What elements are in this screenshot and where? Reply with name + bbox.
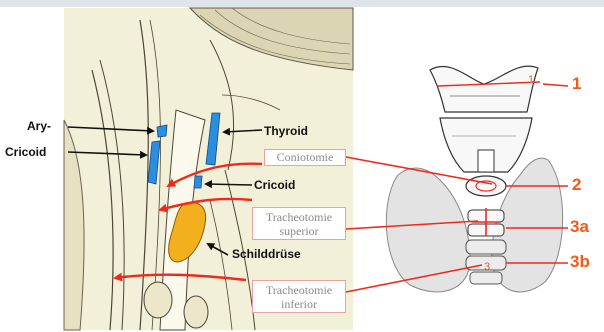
schilddruese-label: Schilddrüse [232, 247, 301, 261]
marker-3b: 3b [570, 252, 590, 272]
marker-1-line [543, 84, 568, 86]
tracheotomie-superior-box: Tracheotomie superior [252, 207, 346, 240]
marker-3a: 3a [570, 217, 589, 237]
marker-2: 2 [572, 175, 581, 195]
cricoid-center-pointer [206, 184, 252, 185]
thyroid-label: Thyroid [264, 124, 308, 138]
coniotomie-box: Coniotomie [264, 149, 346, 166]
small-marker-3: 3 [484, 261, 490, 273]
tracheotomie-superior-line2: superior [253, 224, 345, 238]
coniotomie-label: Coniotomie [277, 150, 334, 164]
arytenoid-cartilage [157, 125, 167, 137]
tracheotomie-inferior-line2: inferior [253, 297, 345, 311]
tracheotomie-superior-line1: Tracheotomie [253, 210, 345, 224]
larynx-front-view [386, 66, 562, 292]
cricoid-left-label: Cricoid [5, 145, 46, 159]
cricoid-cartilage-anterior [194, 176, 202, 188]
tracheotomie-inferior-line1: Tracheotomie [253, 283, 345, 297]
small-marker-1: 1 [528, 74, 534, 86]
tracheotomie-inferior-box: Tracheotomie inferior [252, 280, 346, 313]
ary-label: Ary- [27, 119, 51, 133]
marker-1: 1 [572, 74, 581, 94]
cricoid-center-label: Cricoid [254, 178, 295, 192]
